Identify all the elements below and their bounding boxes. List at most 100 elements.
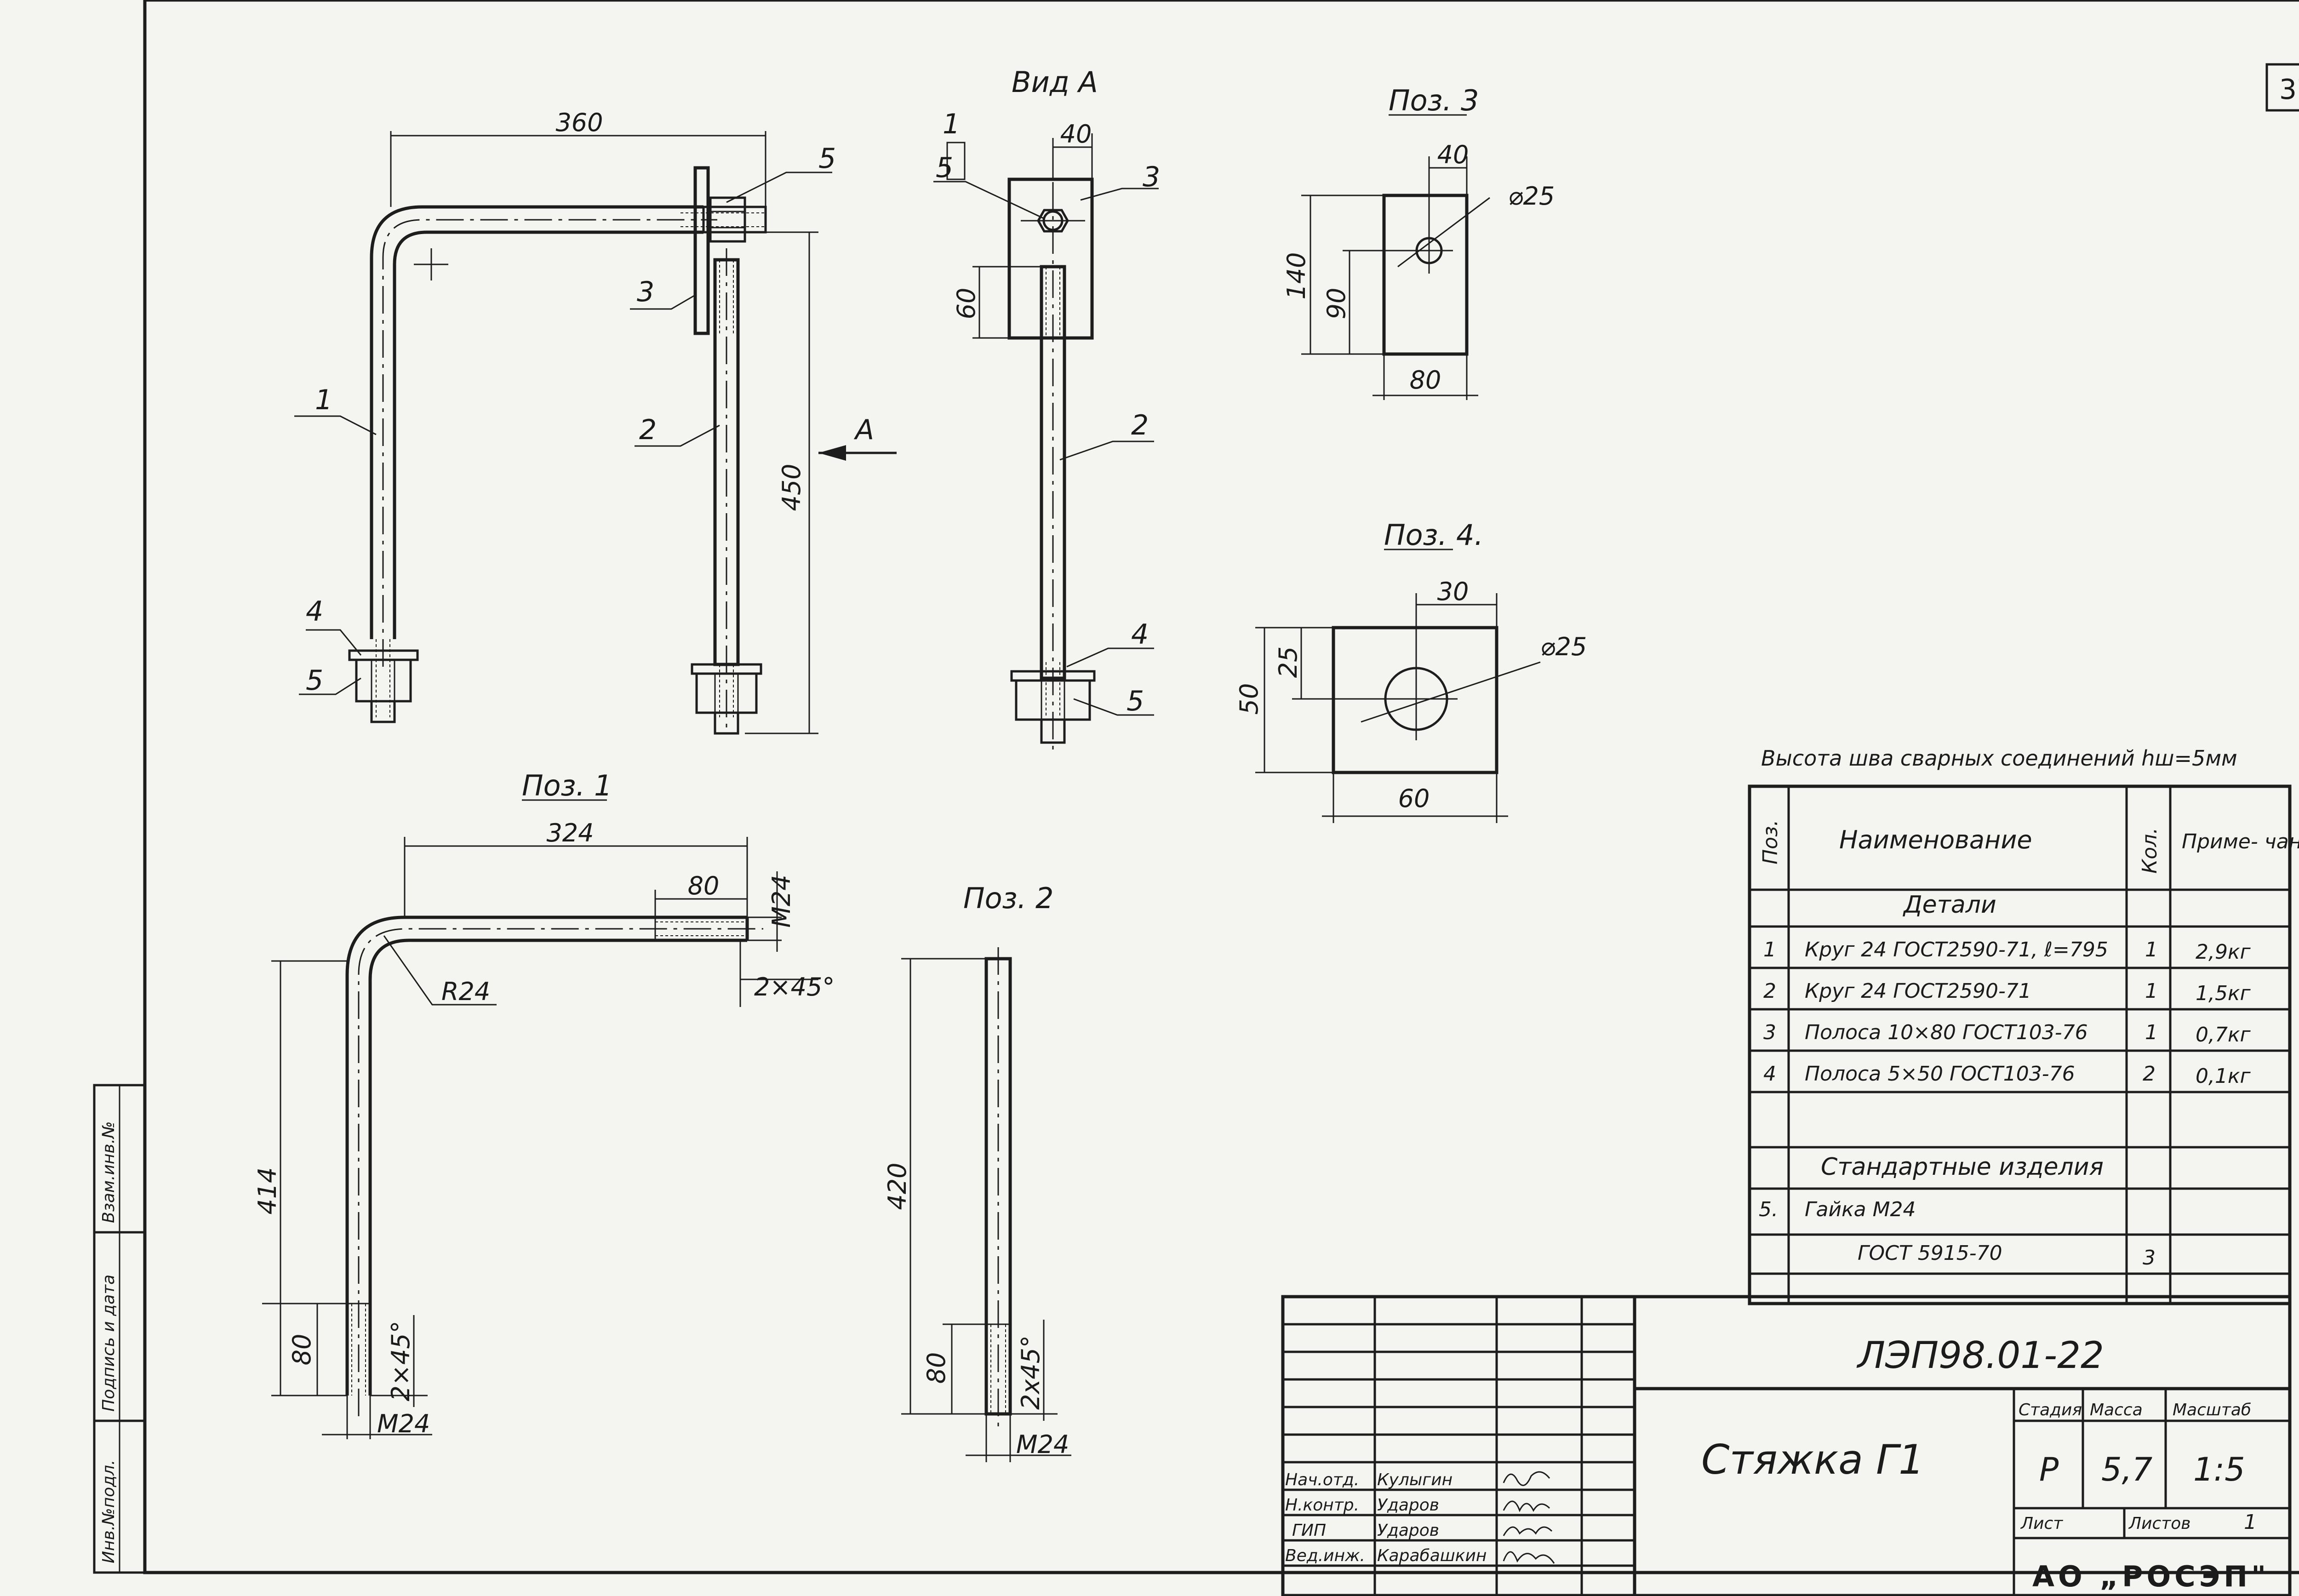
spec-header-name: Наименование (1839, 825, 2032, 854)
sheet-number-box (2265, 63, 2299, 112)
spec-std-2-name: ГОСТ 5915-70 (1858, 1241, 2002, 1265)
mass-value: 5,7 (2101, 1451, 2152, 1488)
vid-a-pos-1: 1 (943, 108, 960, 140)
assembly-dim-450: 450 (777, 463, 806, 511)
assembly-pos-4: 4 (306, 595, 323, 628)
poz3-title: Поз. 3 (1389, 84, 1479, 117)
poz3-view: Поз. 3 ⌀25 40 140 90 80 (1282, 84, 1555, 400)
poz3-dim-80: 80 (1410, 366, 1441, 395)
spec-row-3-note: 0,7кг (2196, 1023, 2251, 1047)
poz1-view: Поз. 1 324 80 M24 2×45° R24 (253, 769, 835, 1439)
mass-label: Масса (2090, 1401, 2143, 1419)
assembly-pos-5-top: 5 (818, 143, 836, 175)
poz4-title: Поз. 4. (1384, 518, 1483, 552)
sheets-label: Листов (2128, 1514, 2190, 1533)
vid-a-pos-5-bottom: 5 (1127, 685, 1144, 717)
signature-2 (1503, 1500, 1550, 1512)
vid-a-dim-40: 40 (1060, 120, 1092, 149)
spec-std-1-pos: 5. (1759, 1198, 1778, 1221)
vid-a-view: Вид А 40 60 1 5 3 2 (933, 65, 1160, 754)
person-2-name: Ударов (1377, 1496, 1439, 1515)
spec-std-2-qty: 3 (2143, 1246, 2156, 1270)
poz4-dim-60: 60 (1398, 784, 1430, 813)
poz4-dim-30: 30 (1437, 577, 1469, 606)
spec-header-pos: Поз. (1759, 820, 1782, 864)
assembly-dim-360: 360 (555, 108, 603, 137)
assembly-pos-2: 2 (639, 414, 657, 446)
spec-row-1-pos: 1 (1763, 938, 1776, 961)
doc-code: ЛЭП98.01-22 (1856, 1334, 2104, 1377)
poz2-dim-80: 80 (922, 1352, 951, 1384)
spec-row-4-name: Полоса 5×50 ГОСТ103-76 (1805, 1062, 2075, 1086)
spec-std-1-name: Гайка М24 (1805, 1198, 1916, 1221)
person-1-role: Нач.отд. (1285, 1470, 1359, 1489)
poz3-dim-90: 90 (1322, 288, 1351, 320)
poz2-dim-chamfer: 2х45° (1016, 1335, 1045, 1410)
spec-header-note: Приме- чание (2182, 830, 2299, 853)
sheets-value: 1 (2244, 1510, 2257, 1534)
assembly-pos-1: 1 (315, 384, 332, 416)
signature-1 (1503, 1471, 1550, 1486)
scale-label: Масштаб (2173, 1401, 2251, 1419)
sheet-label: Лист (2020, 1514, 2063, 1533)
stage-value: Р (2039, 1451, 2059, 1488)
stage-label: Стадия (2019, 1401, 2082, 1419)
person-2-role: Н.контр. (1285, 1496, 1359, 1515)
poz2-view: Поз. 2 420 80 2х45° M24 (883, 881, 1071, 1462)
person-3-name: Ударов (1377, 1521, 1439, 1540)
scale-value: 1:5 (2193, 1451, 2245, 1488)
spec-row-3-name: Полоса 10×80 ГОСТ103-76 (1805, 1021, 2088, 1044)
spec-row-1-qty: 1 (2145, 938, 2158, 961)
poz4-view: Поз. 4. ⌀25 30 25 50 60 (1235, 518, 1587, 823)
spec-row-1-note: 2,9кг (2196, 940, 2251, 964)
assembly-pos-3: 3 (637, 276, 654, 308)
spec-row-2-name: Круг 24 ГОСТ2590-71 (1805, 979, 2031, 1003)
spec-row-1-name: Круг 24 ГОСТ2590-71, ℓ=795 (1805, 938, 2108, 961)
spec-row-2-note: 1,5кг (2196, 982, 2251, 1005)
poz1-title: Поз. 1 (522, 769, 612, 802)
vid-a-pos-4: 4 (1131, 618, 1149, 651)
poz1-dim-324: 324 (546, 818, 594, 847)
assembly-arrow-label: A (853, 414, 874, 446)
poz4-hole: ⌀25 (1540, 632, 1587, 661)
vid-a-pos-2: 2 (1131, 409, 1149, 441)
poz2-title: Поз. 2 (963, 881, 1053, 915)
spec-row-4-pos: 4 (1763, 1062, 1776, 1086)
person-1-name: Кулыгин (1377, 1470, 1453, 1489)
poz1-dim-chamfer-top: 2×45° (754, 972, 835, 1001)
assembly-view: 360 450 A 1 2 3 4 5 5 (294, 108, 897, 735)
side-stamp-vzam: Взам.инв.№ (99, 1121, 118, 1223)
poz3-dim-140: 140 (1282, 252, 1311, 299)
poz1-dim-m24-top: M24 (767, 875, 796, 927)
poz1-dim-80-low: 80 (287, 1334, 316, 1366)
sheet-number: 37 (2279, 74, 2299, 106)
poz1-dim-80-top: 80 (688, 871, 720, 900)
signature-3 (1503, 1526, 1553, 1536)
spec-row-2-qty: 1 (2145, 979, 2158, 1003)
poz1-dim-chamfer-low: 2×45° (386, 1321, 415, 1401)
spec-section-details: Детали (1903, 891, 1996, 919)
poz4-dim-25: 25 (1274, 646, 1303, 678)
vid-a-title: Вид А (1012, 65, 1098, 99)
poz1-dim-m24-bottom: M24 (377, 1409, 430, 1438)
side-stamp: Взам.инв.№ Подпись и дата Инв.№подл. (93, 1084, 146, 1574)
poz4-dim-50: 50 (1235, 683, 1264, 715)
weld-note: Высота шва сварных соединений hш=5мм (1761, 746, 2237, 771)
company-name: АО „РОСЭП" (2032, 1560, 2270, 1593)
person-4-name: Карабашкин (1377, 1546, 1487, 1565)
spec-row-3-pos: 3 (1763, 1021, 1776, 1044)
assembly-pos-5: 5 (306, 664, 323, 697)
spec-section-standard: Стандартные изделия (1821, 1153, 2104, 1181)
side-stamp-inv: Инв.№подл. (99, 1460, 118, 1563)
spec-row-3-qty: 1 (2145, 1021, 2158, 1044)
spec-row-2-pos: 2 (1763, 979, 1776, 1003)
poz3-dim-40: 40 (1437, 140, 1469, 169)
title-block: ЛЭП98.01-22 Стяжка Г1 Стадия Масса Масшт… (1281, 1295, 2292, 1596)
signature-4 (1503, 1551, 1555, 1564)
poz1-dim-radius: R24 (441, 977, 490, 1006)
spec-row-4-note: 0,1кг (2196, 1064, 2251, 1088)
vid-a-dim-60: 60 (952, 288, 981, 320)
spec-table: Поз. Наименование Кол. Приме- чание Дета… (1748, 784, 2299, 1305)
poz2-dim-m24: M24 (1016, 1430, 1069, 1459)
